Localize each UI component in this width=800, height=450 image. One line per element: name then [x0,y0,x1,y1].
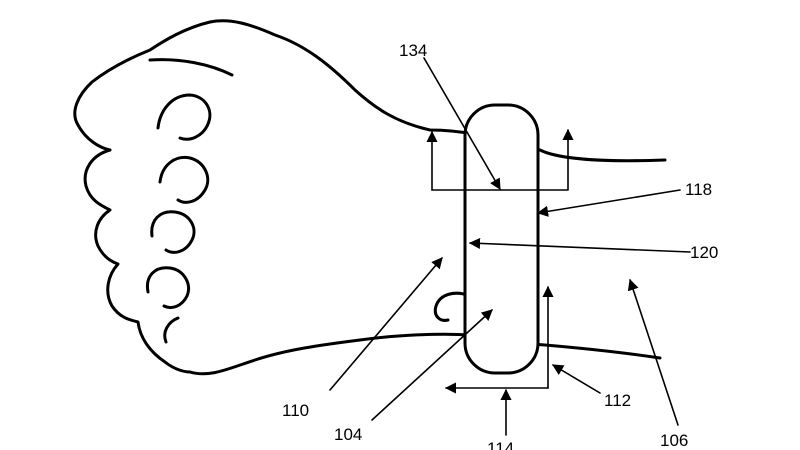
forearm-top-contour [73,19,667,163]
ref-110: 110 [282,401,309,420]
forearm-bottom-contour [188,332,662,376]
leader-134 [423,57,501,190]
lower-axes [444,285,554,394]
finger-crease-6 [163,316,180,344]
finger-crease-2 [156,93,212,141]
knuckle-contour [83,148,192,374]
leader-110 [329,257,443,391]
leader-lines [329,57,691,436]
wrist-band-device [463,103,540,375]
leader-120 [468,237,691,253]
leader-112 [552,364,601,394]
leader-106 [627,278,679,426]
ref-112: 112 [604,391,631,410]
ref-104: 104 [334,425,362,444]
ref-118: 118 [685,180,712,199]
ref-120: 120 [690,243,718,262]
ref-114: 114 [487,439,514,450]
hand-outline [73,19,667,376]
thumb-contour [433,291,472,322]
reference-numerals: 134 118 120 106 110 104 112 114 [282,41,718,450]
upper-right-axis-arrow [431,128,574,191]
finger-crease-1 [148,58,234,77]
upper-axes [426,128,574,191]
ref-106: 106 [660,431,688,450]
finger-crease-3 [158,155,210,204]
leader-118 [536,189,681,217]
ref-134: 134 [399,41,427,60]
leader-104 [371,309,493,421]
finger-crease-4 [150,210,196,254]
finger-crease-5 [145,266,190,310]
